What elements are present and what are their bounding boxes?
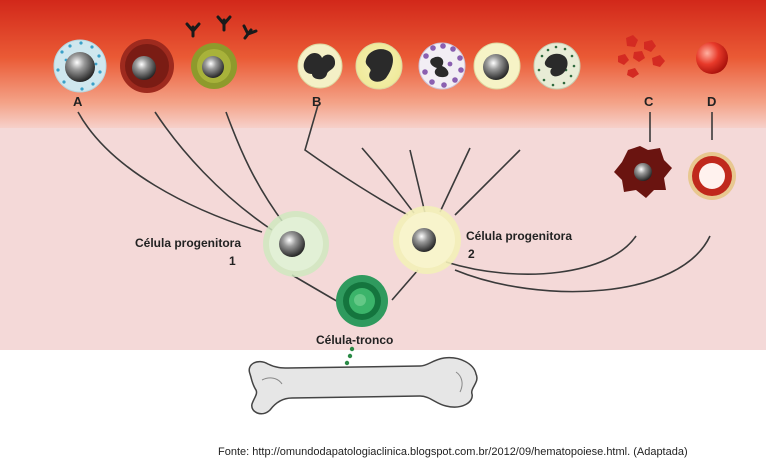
cell-monocyte [355,42,403,90]
label-b: B [312,94,321,109]
progenitor-2-label-line1: Célula progenitora [466,229,572,243]
label-c: C [644,94,654,109]
cell-a [53,39,107,93]
label-d: D [707,94,716,109]
stem-cell [336,275,388,327]
cell-b [297,43,343,89]
progenitor-2-label-line2: 2 [468,247,475,261]
progenitor-cell-1 [263,211,329,277]
progenitor-cell-2 [393,206,461,274]
cell-d-rbc [696,42,728,74]
megakaryocyte [614,146,672,198]
cell-speckled [533,42,581,90]
cell-lymphocyte [473,42,521,90]
cell-c-platelets [618,35,665,78]
label-a: A [73,94,83,109]
progenitor-1-label-line1: Célula progenitora [135,236,241,250]
stem-cell-label: Célula-tronco [316,333,393,347]
cell-red-ring [120,39,174,93]
cell-plasma-antibody [185,15,258,89]
progenitor-1-label-line2: 1 [229,254,236,268]
erythroblast [688,152,736,200]
source-caption: Fonte: http://omundodapatologiaclinica.b… [218,446,688,458]
cell-eosinophil [418,42,466,90]
bone [248,356,478,415]
lineage-lines [77,104,713,304]
